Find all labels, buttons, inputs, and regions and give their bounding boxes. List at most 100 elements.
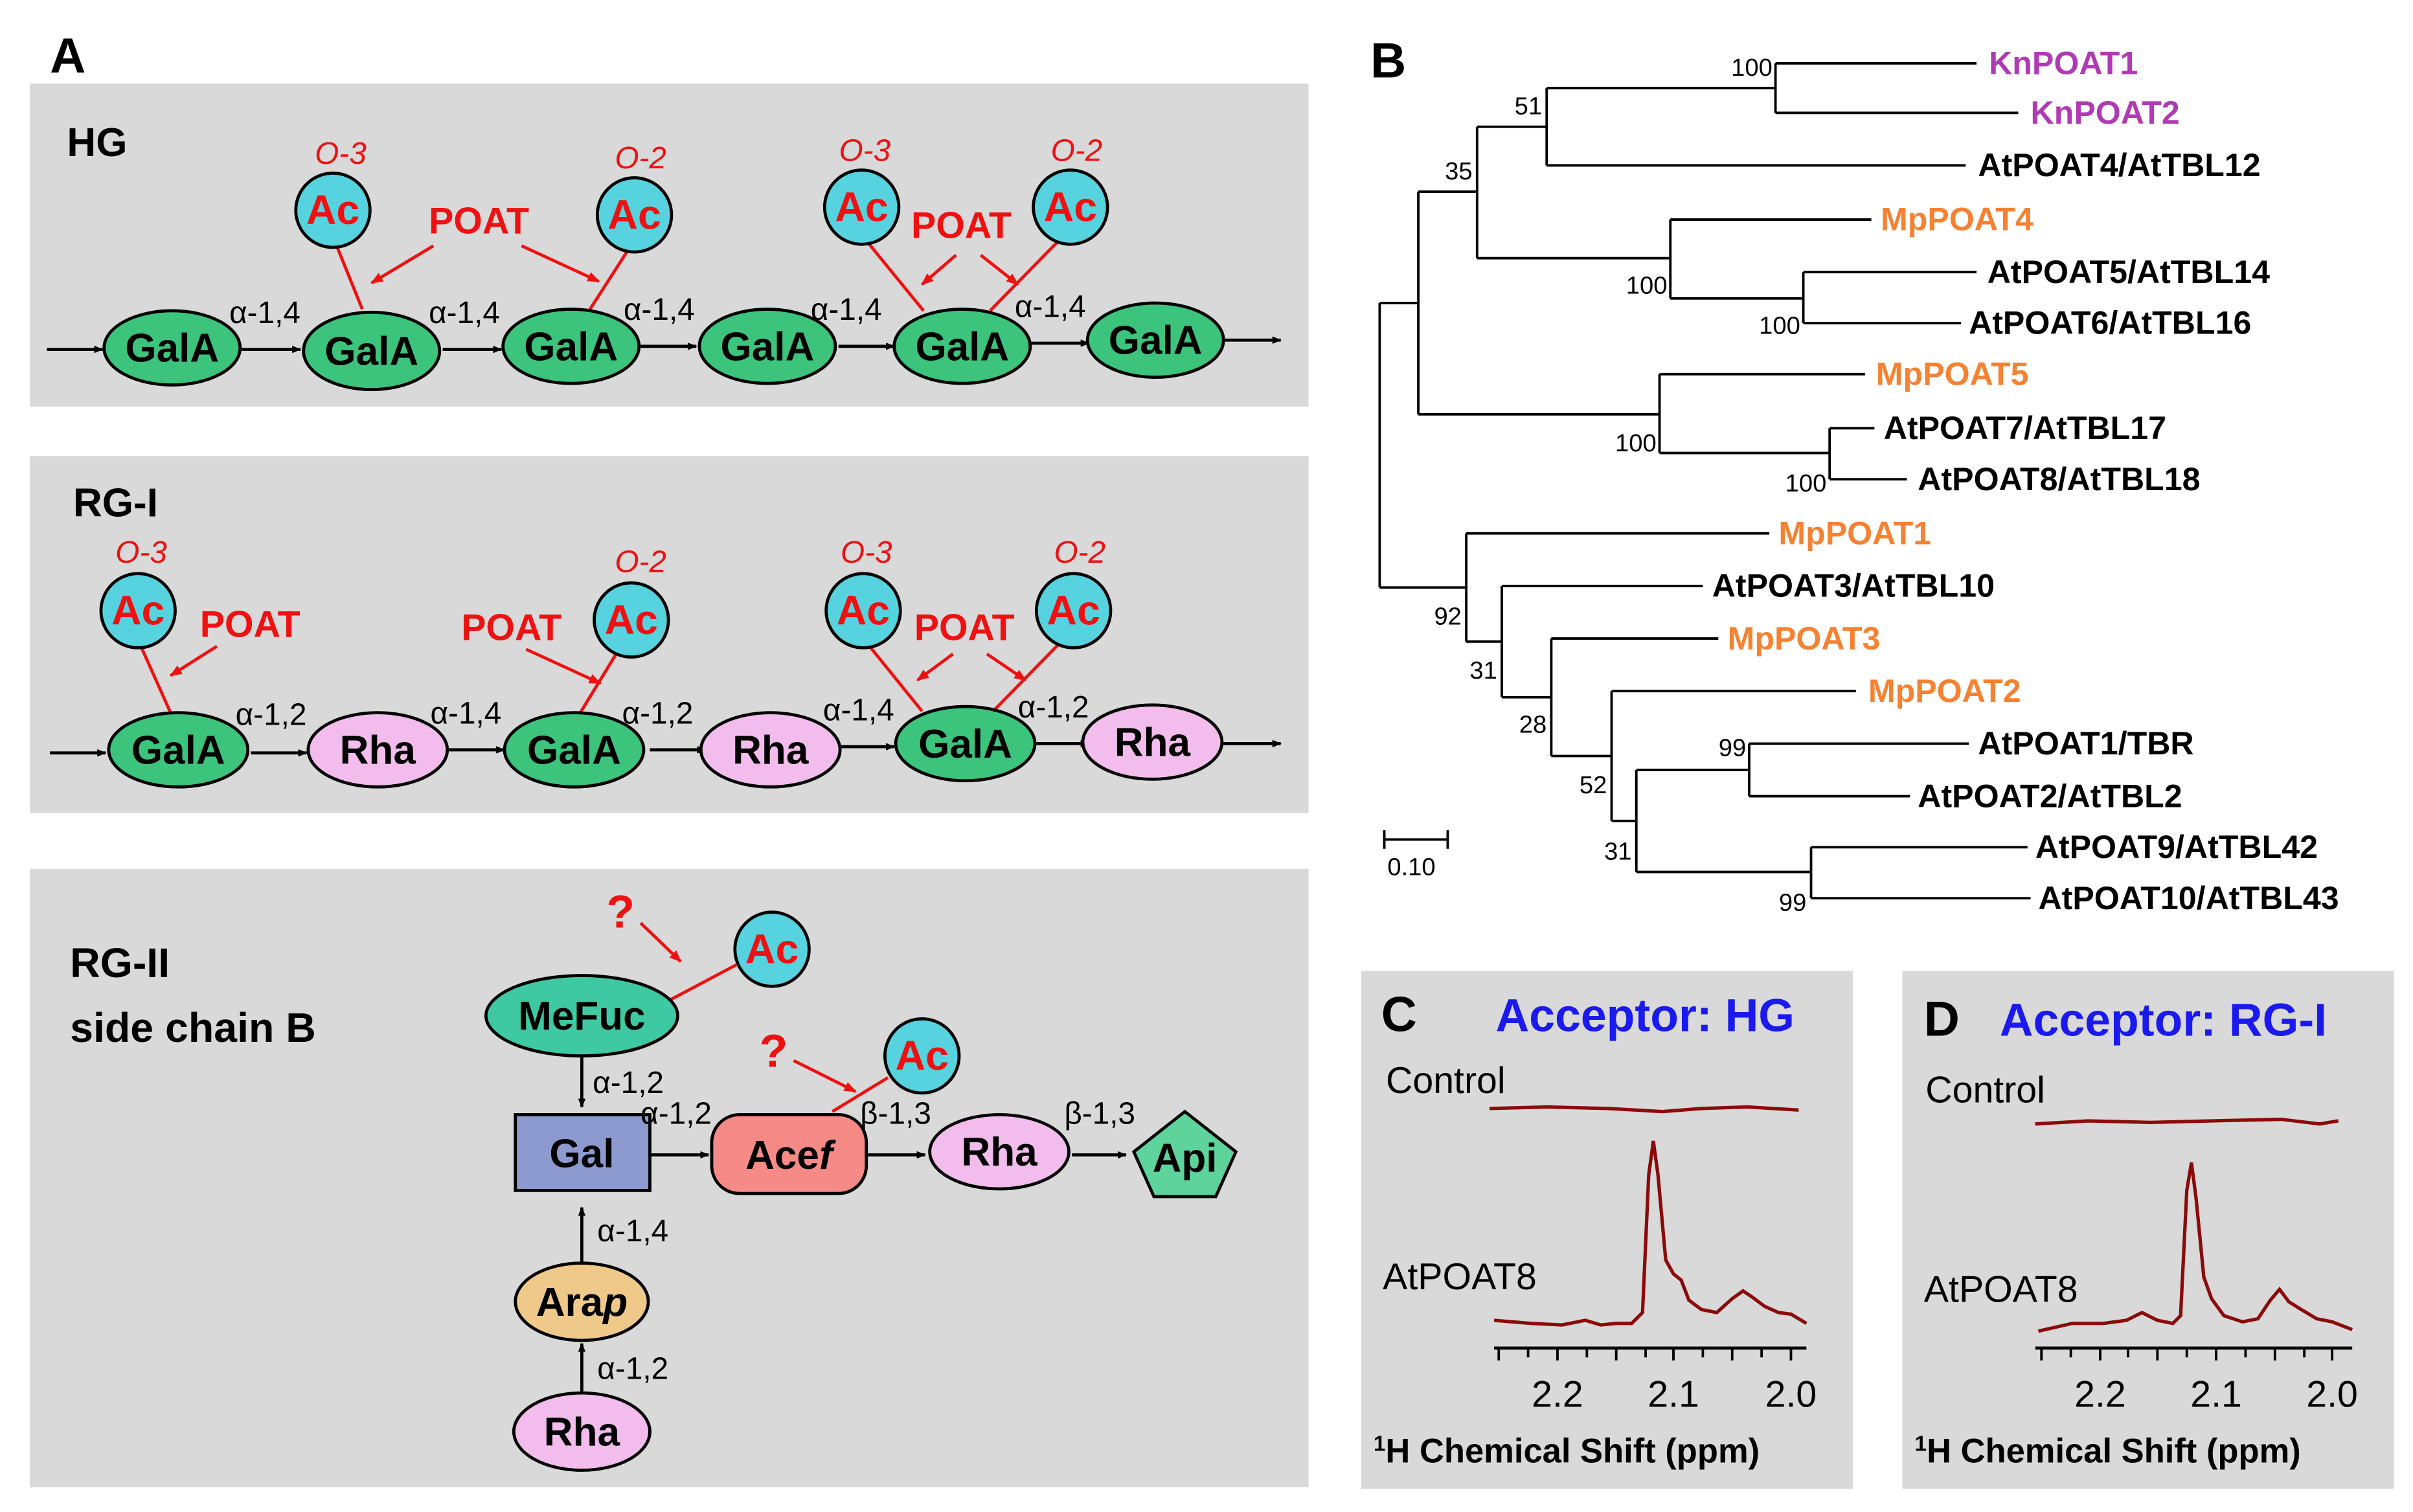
rg2-question-1: ? bbox=[606, 886, 635, 938]
bootstrap-value: 100 bbox=[1759, 312, 1800, 340]
rg2-api-label: Api bbox=[1153, 1136, 1218, 1181]
rg1-poat-1: POAT bbox=[200, 604, 300, 646]
leaf-label: MpPOAT5 bbox=[1876, 355, 2029, 392]
bootstrap-value: 52 bbox=[1580, 771, 1607, 799]
rg2-link-mefuc-gal: α-1,2 bbox=[593, 1066, 664, 1100]
panel-d-sample-trace bbox=[2037, 1162, 2353, 1333]
hg-gala-3: GalA bbox=[524, 324, 618, 369]
rg2-ac-1-node bbox=[733, 910, 811, 988]
tree-scale-bar bbox=[1383, 830, 1449, 849]
rg1-positions: O-3 O-2 O-3 O-2 bbox=[115, 536, 1105, 579]
rg1-o2-2: O-2 bbox=[1054, 536, 1105, 570]
bootstrap-value: 28 bbox=[1519, 711, 1546, 739]
panel-d-tick-label: 2.2 bbox=[2074, 1374, 2126, 1416]
hg-residues bbox=[102, 301, 1225, 392]
hg-o3-2: O-3 bbox=[839, 133, 891, 168]
rg1-backbone-arrows bbox=[50, 739, 1282, 757]
hg-ac-3: Ac bbox=[835, 183, 888, 230]
hg-gala-6: GalA bbox=[1109, 319, 1203, 363]
hg-o2-2: O-2 bbox=[1051, 133, 1103, 168]
leaf-label: AtPOAT1/TBR bbox=[1978, 725, 2193, 762]
rg2-arap-node bbox=[514, 1261, 650, 1342]
rg1-o3-1: O-3 bbox=[115, 536, 167, 570]
rg2-gal-label: Gal bbox=[549, 1132, 614, 1177]
panel-d-tick-label: 2.0 bbox=[2306, 1374, 2358, 1416]
panel-c-tick-label: 2.1 bbox=[1648, 1374, 1699, 1416]
hg-link-1: α-1,4 bbox=[229, 296, 300, 330]
leaf-label: MpPOAT2 bbox=[1868, 673, 2021, 709]
panel-c-sample-label: AtPOAT8 bbox=[1383, 1256, 1537, 1298]
leaf-label: AtPOAT2/AtTBL2 bbox=[1918, 778, 2182, 814]
rg1-acetyl-labels: Ac Ac Ac Ac bbox=[111, 587, 1100, 643]
hg-link-3: α-1,4 bbox=[624, 293, 695, 327]
rg1-ac-2: Ac bbox=[605, 596, 658, 643]
rg2-link-rha-api: β-1,3 bbox=[1064, 1097, 1135, 1131]
bootstrap-value: 99 bbox=[1719, 734, 1746, 762]
rg1-poat-2: POAT bbox=[461, 607, 561, 648]
rg1-gala-1: GalA bbox=[131, 728, 225, 773]
hg-poat-arrows bbox=[370, 244, 1019, 286]
rg2-mefuc-label: MeFuc bbox=[518, 994, 646, 1039]
leaf-label: AtPOAT10/AtTBL43 bbox=[2038, 880, 2339, 916]
panel-d-tick-label: 2.1 bbox=[2190, 1374, 2242, 1416]
panel-b-label: B bbox=[1370, 33, 1406, 88]
leaf-label: MpPOAT4 bbox=[1881, 201, 2033, 238]
rg2-acef-label: Acef bbox=[745, 1133, 836, 1178]
rg1-panel: RG-I GalA Rha GalA Rha GalA Rha α- bbox=[30, 456, 1309, 813]
panel-c: C Acceptor: HG Control AtPOAT8 2.2 2.1 2… bbox=[1361, 971, 1853, 1489]
rg2-title-line2: side chain B bbox=[70, 1004, 316, 1051]
panel-c-control-trace bbox=[1489, 1105, 1799, 1114]
rg2-acetyl-bonds bbox=[660, 963, 889, 1113]
rg1-rha-2: Rha bbox=[732, 728, 809, 773]
rg2-link-gal-acef: α-1,2 bbox=[640, 1097, 712, 1131]
panel-c-background bbox=[1361, 971, 1853, 1489]
rg1-link-5: α-1,2 bbox=[1018, 690, 1089, 725]
hg-link-5: α-1,4 bbox=[1015, 289, 1086, 324]
hg-gala-5: GalA bbox=[915, 324, 1009, 369]
rg2-link-rha-arap: α-1,2 bbox=[597, 1352, 668, 1386]
rg1-o2-1: O-2 bbox=[615, 545, 666, 579]
panel-c-sample-trace bbox=[1493, 1140, 1807, 1327]
hg-o2-1: O-2 bbox=[615, 141, 666, 175]
rg1-acetyl-bonds bbox=[137, 637, 1066, 714]
panel-c-x-axis-label: 1H Chemical Shift (ppm) bbox=[1374, 1432, 1760, 1471]
rg1-link-3: α-1,2 bbox=[622, 696, 694, 730]
hg-ac-2: Ac bbox=[607, 191, 661, 238]
panel-d: D Acceptor: RG-I Control AtPOAT8 2.2 2.1… bbox=[1902, 971, 2394, 1489]
tree-leaf-labels: KnPOAT1 KnPOAT2 AtPOAT4/AtTBL12 MpPOAT4 … bbox=[1712, 45, 2339, 916]
rg2-rha-label: Rha bbox=[961, 1130, 1037, 1175]
rg2-question-arrows bbox=[639, 921, 857, 1093]
panel-d-ticks bbox=[2040, 1348, 2334, 1361]
rg1-rha-3: Rha bbox=[1115, 721, 1191, 765]
rg1-ac-4: Ac bbox=[1047, 587, 1100, 634]
panel-c-control-label: Control bbox=[1386, 1060, 1506, 1101]
hg-link-2: α-1,4 bbox=[429, 296, 500, 330]
leaf-label: AtPOAT7/AtTBL17 bbox=[1884, 410, 2166, 446]
hg-gala-2: GalA bbox=[324, 329, 418, 374]
rg1-gala-3: GalA bbox=[918, 722, 1012, 767]
panel-c-tick-label: 2.2 bbox=[1532, 1374, 1583, 1416]
leaf-label: AtPOAT3/AtTBL10 bbox=[1712, 568, 1995, 604]
hg-o3-1: O-3 bbox=[315, 137, 367, 171]
rg1-residue-labels: GalA Rha GalA Rha GalA Rha bbox=[131, 721, 1191, 773]
hg-gala-4: GalA bbox=[721, 324, 815, 369]
rg2-panel: RG-II side chain B MeFuc Gal Acef Rha Ap… bbox=[30, 868, 1309, 1487]
panel-d-label: D bbox=[1924, 992, 1960, 1047]
rg1-gala-2: GalA bbox=[527, 728, 621, 773]
rg2-ac-1: Ac bbox=[745, 925, 799, 972]
rg2-arap-label: Arap bbox=[536, 1280, 628, 1325]
rg2-link-acef-rha: β-1,3 bbox=[860, 1097, 931, 1131]
hg-title: HG bbox=[67, 120, 127, 165]
rg2-node-labels: MeFuc Gal Acef Rha Api Arap Rha bbox=[518, 994, 1217, 1454]
leaf-label: AtPOAT5/AtTBL14 bbox=[1988, 254, 2270, 290]
leaf-label: AtPOAT8/AtTBL18 bbox=[1918, 461, 2200, 497]
bootstrap-value: 35 bbox=[1445, 157, 1472, 185]
bootstrap-value: 100 bbox=[1731, 54, 1773, 82]
panel-d-background bbox=[1902, 971, 2394, 1489]
leaf-label: KnPOAT1 bbox=[1989, 45, 2138, 82]
panel-d-x-axis-label: 1H Chemical Shift (ppm) bbox=[1914, 1432, 2300, 1471]
rg2-background bbox=[30, 868, 1309, 1487]
bootstrap-value: 100 bbox=[1615, 429, 1657, 457]
panel-d-control-label: Control bbox=[1925, 1069, 2045, 1111]
